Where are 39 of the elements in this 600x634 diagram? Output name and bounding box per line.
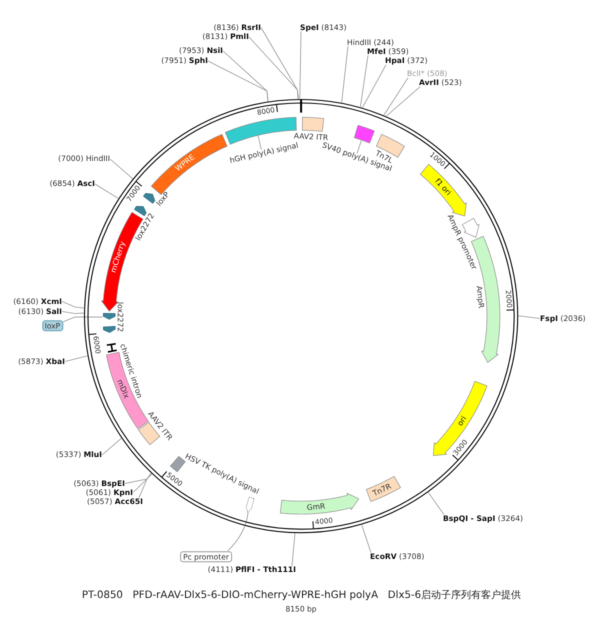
leader-line bbox=[260, 27, 300, 100]
leader-line bbox=[518, 315, 540, 319]
leader-line bbox=[138, 474, 152, 498]
leader-line bbox=[428, 492, 444, 516]
leader-line bbox=[386, 86, 420, 117]
leader-line bbox=[384, 77, 408, 116]
feature-block bbox=[462, 218, 480, 238]
leader-line bbox=[299, 30, 302, 100]
pentagon-marker bbox=[103, 326, 116, 333]
leader-line bbox=[228, 512, 248, 552]
feature-block bbox=[280, 493, 360, 515]
leader-line bbox=[361, 524, 372, 554]
leader-line bbox=[362, 64, 386, 108]
feature-box bbox=[302, 117, 324, 132]
leader-line bbox=[292, 532, 296, 567]
plasmid-title: PT-0850 PFD-rAAV-Dlx5-6-DIO-mCherry-WPRE-hGH polyA Dlx5-6启动子序列有客户提供 bbox=[82, 590, 522, 602]
feature-block bbox=[432, 380, 488, 456]
leader-line bbox=[208, 60, 268, 102]
leader-line bbox=[258, 135, 262, 150]
leader-line bbox=[62, 301, 84, 308]
dashed-marker bbox=[246, 496, 255, 512]
intron-marker bbox=[106, 343, 118, 353]
leader-line bbox=[360, 54, 368, 108]
leader-line bbox=[124, 472, 152, 484]
leader-line bbox=[222, 50, 269, 102]
feature-box bbox=[354, 125, 374, 144]
leader-line bbox=[110, 158, 134, 180]
pentagon-marker bbox=[143, 192, 156, 204]
feature-box bbox=[170, 456, 186, 472]
leader-line bbox=[132, 473, 152, 493]
feature-box bbox=[366, 476, 401, 502]
leader-line bbox=[94, 184, 119, 199]
leader-line bbox=[62, 316, 104, 322]
leader-line bbox=[64, 356, 88, 362]
leader-line bbox=[102, 438, 122, 456]
leader-line bbox=[356, 140, 362, 154]
leader-line bbox=[341, 46, 348, 103]
leader-line bbox=[62, 311, 84, 314]
leader-line bbox=[248, 36, 298, 100]
